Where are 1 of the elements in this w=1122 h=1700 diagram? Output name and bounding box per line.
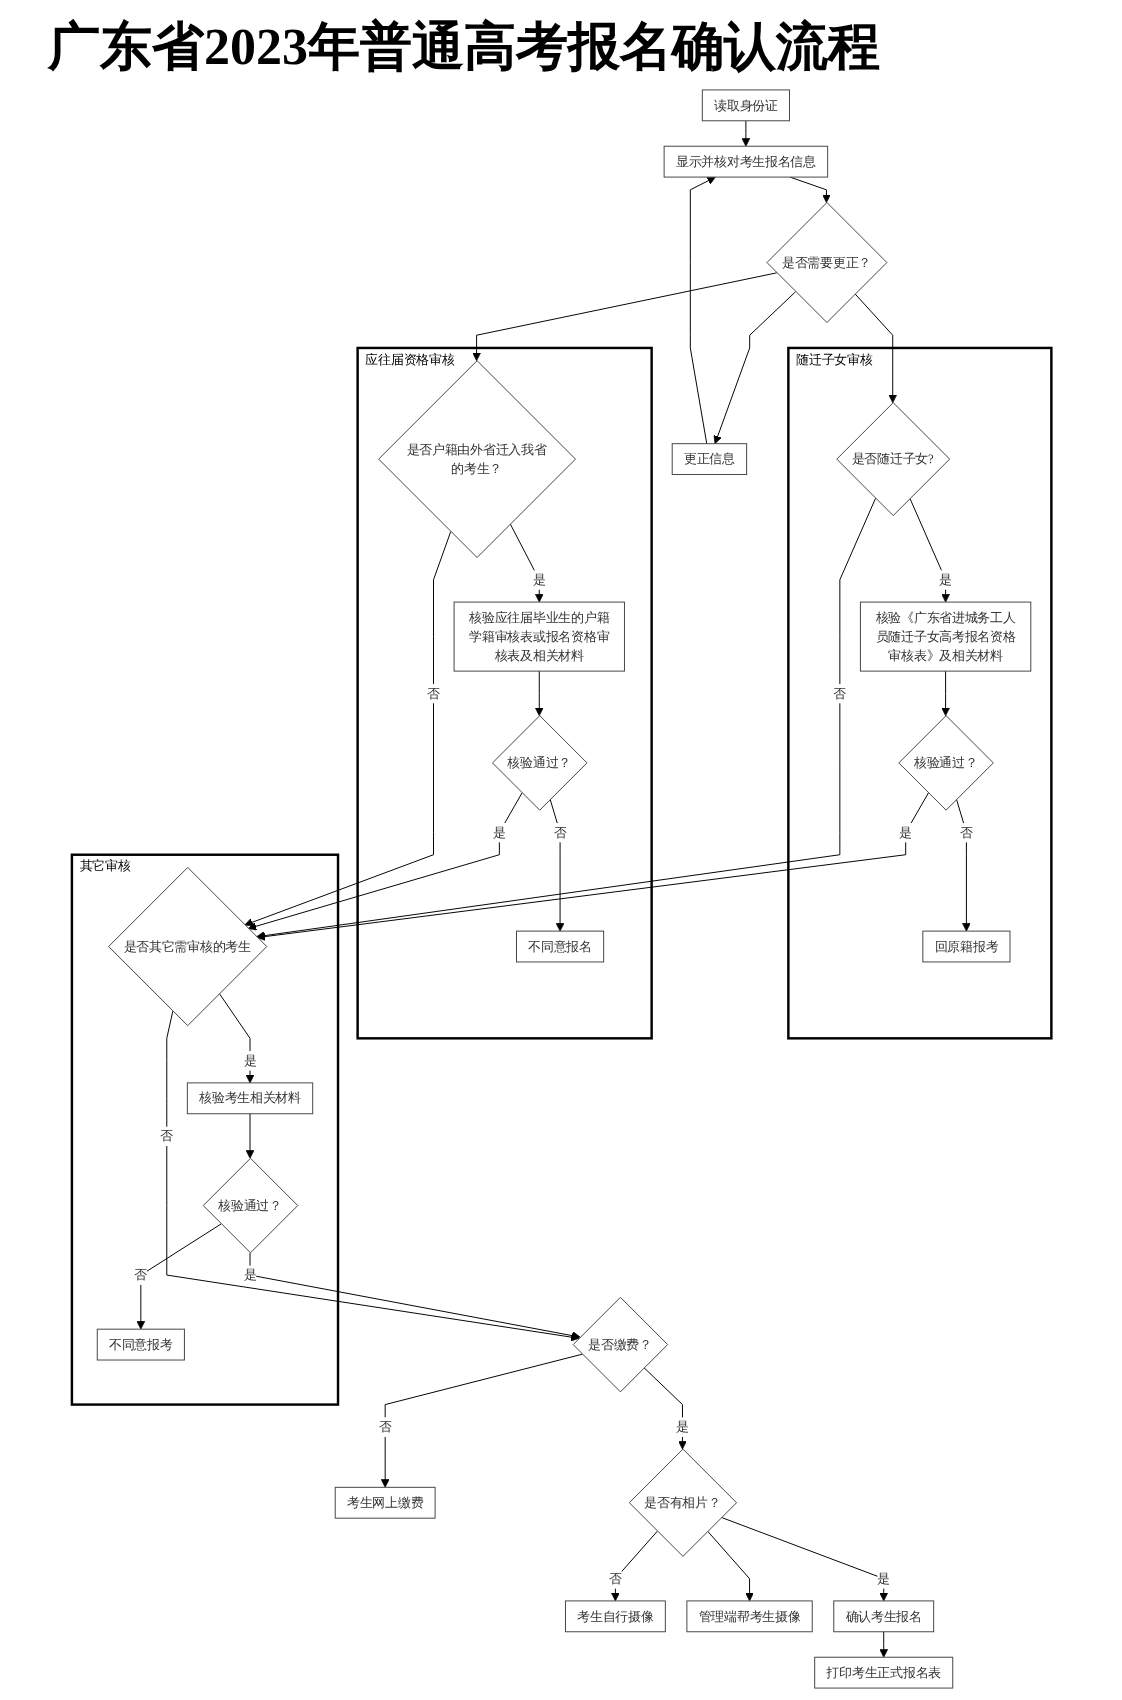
title: 广东省2023年普通高考报名确认流程 [48, 16, 880, 80]
